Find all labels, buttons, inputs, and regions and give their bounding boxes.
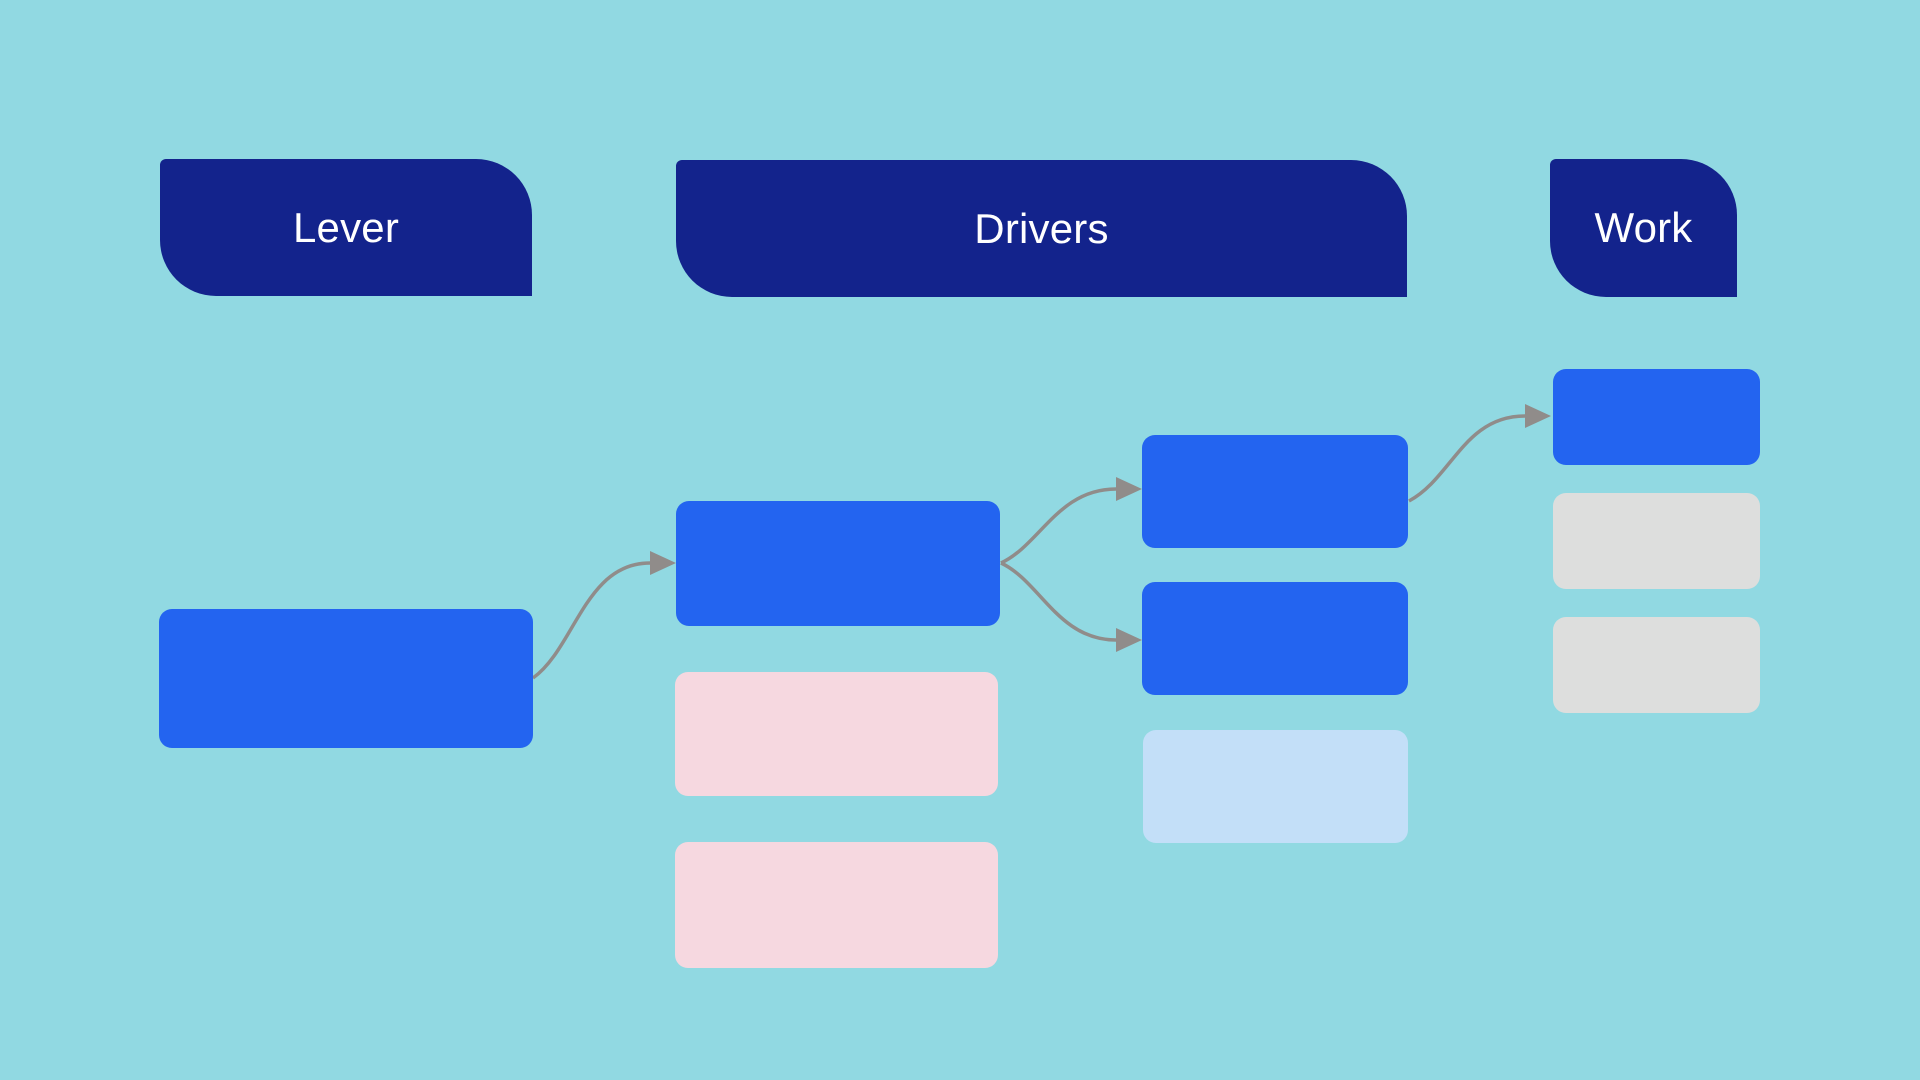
connector-drivers-to-branch-bottom [1000,561,1117,642]
connector-branch-top-to-work [1408,414,1526,503]
driver-pink-node-1 [675,672,998,796]
work-gray-node-1 [1553,493,1760,589]
branch-bottom-node [1142,582,1408,695]
arrowhead-icon [650,551,676,575]
column-header-work-label: Work [1594,204,1693,251]
arrowhead-icon [1116,477,1142,501]
work-node [1553,369,1760,465]
driver-pink-node-2 [675,842,998,968]
connector-drivers-to-branch-top [1000,487,1117,565]
branch-top-node [1142,435,1408,548]
arrowhead-icon [1525,404,1551,428]
column-header-lever-label: Lever [292,203,400,251]
work-gray-node-2 [1553,617,1760,713]
connector-lever-to-drivers [531,561,651,680]
lever-node [159,609,533,748]
arrowhead-icon [1116,628,1142,652]
column-header-work: Work [1550,159,1737,297]
branch-pale-blue-node [1143,730,1408,843]
drivers-node [676,501,1000,626]
column-header-drivers-label: Drivers [974,204,1109,252]
column-header-drivers: Drivers [676,160,1407,297]
column-header-lever: Lever [160,159,532,296]
